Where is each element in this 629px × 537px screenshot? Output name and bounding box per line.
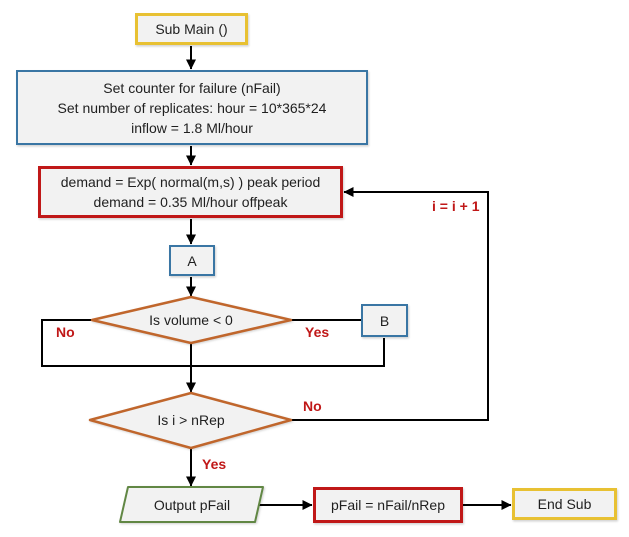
decision-volume-shape [90, 295, 293, 345]
node-connector-b: B [361, 304, 408, 337]
node-sub-main-label: Sub Main () [155, 21, 228, 37]
node-connector-a-label: A [187, 252, 197, 269]
node-init: Set counter for failure (nFail) Set numb… [16, 70, 368, 145]
decision-nrep-label: Is i > nRep [157, 412, 225, 428]
edge-label-nrep-yes: Yes [202, 456, 227, 472]
decision-volume-label: Is volume < 0 [149, 312, 233, 328]
node-pfail-calc-label: pFail = nFail/nRep [330, 497, 445, 513]
edge-label-volume-yes: Yes [305, 324, 330, 340]
edge-volume-no-return [41, 319, 385, 367]
node-demand-line2: demand = 0.35 Ml/hour offpeak [93, 194, 288, 210]
node-end-sub-label: End Sub [537, 496, 592, 512]
node-init-text: Set counter for failure (nFail) Set numb… [18, 78, 366, 138]
node-init-line3: inflow = 1.8 Ml/hour [131, 119, 253, 136]
node-demand-text: demand = Exp( normal(m,s) ) peak period … [41, 172, 340, 212]
edge-label-volume-no: No [56, 324, 75, 340]
node-end-sub: End Sub [512, 488, 617, 520]
node-connector-a: A [169, 245, 215, 276]
output-pfail-shape [119, 486, 264, 523]
edge-nrep-no-loopback [291, 187, 489, 421]
output-pfail-label: Output pFail [153, 497, 231, 513]
node-demand: demand = Exp( normal(m,s) ) peak period … [38, 166, 343, 218]
node-sub-main: Sub Main () [135, 13, 248, 45]
edge-label-nrep-no: No [303, 398, 322, 414]
edge-label-increment: i = i + 1 [432, 198, 480, 214]
node-demand-line1: demand = Exp( normal(m,s) ) peak period [60, 174, 321, 190]
node-connector-b-label: B [379, 312, 390, 329]
decision-nrep-shape [88, 391, 293, 450]
node-init-line2: Set number of replicates: hour = 10*365*… [57, 99, 327, 116]
node-pfail-calc: pFail = nFail/nRep [313, 487, 463, 523]
node-init-line1: Set counter for failure (nFail) [103, 79, 281, 96]
